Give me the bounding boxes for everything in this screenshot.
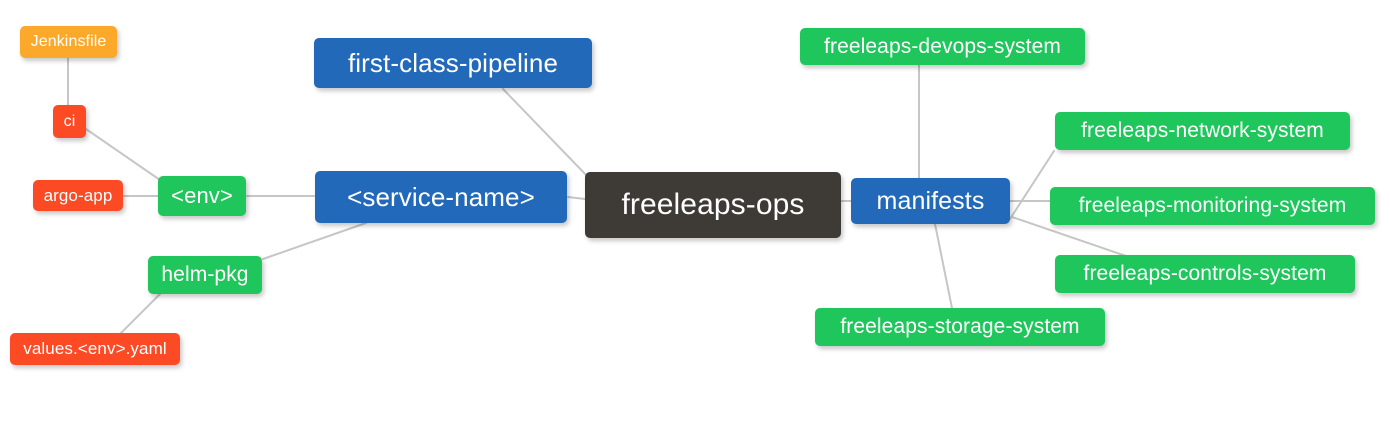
edge-env-to-ci: [85, 128, 161, 181]
node-freeleaps-controls-system[interactable]: freeleaps-controls-system: [1055, 255, 1355, 293]
node-jenkinsfile[interactable]: Jenkinsfile: [20, 26, 117, 58]
node-freeleaps-devops-system[interactable]: freeleaps-devops-system: [800, 28, 1085, 65]
node-freeleaps-monitoring-system[interactable]: freeleaps-monitoring-system: [1050, 187, 1375, 225]
node-manifests[interactable]: manifests: [851, 178, 1010, 224]
node-first-class-pipeline[interactable]: first-class-pipeline: [314, 38, 592, 88]
node-freeleaps-network-system[interactable]: freeleaps-network-system: [1055, 112, 1350, 150]
node-service-name[interactable]: <service-name>: [315, 171, 567, 223]
edge-freeleaps-ops-to-service-name: [567, 196, 586, 200]
edge-freeleaps-ops-to-first-class-pipeline: [502, 88, 590, 179]
node-freeleaps-storage-system[interactable]: freeleaps-storage-system: [815, 308, 1105, 346]
node-values-yaml[interactable]: values.<env>.yaml: [10, 333, 180, 365]
node-env[interactable]: <env>: [158, 176, 246, 216]
node-helm-pkg[interactable]: helm-pkg: [148, 256, 262, 294]
node-ci[interactable]: ci: [53, 105, 86, 138]
node-argo-app[interactable]: argo-app: [33, 180, 123, 211]
edge-service-name-to-helm-pkg: [262, 222, 367, 260]
edge-manifests-to-freeleaps-storage-system: [934, 223, 953, 309]
edge-manifests-to-freeleaps-network-system: [1009, 150, 1055, 220]
node-freeleaps-ops[interactable]: freeleaps-ops: [585, 172, 841, 238]
edge-helm-pkg-to-values-yaml: [119, 293, 161, 335]
